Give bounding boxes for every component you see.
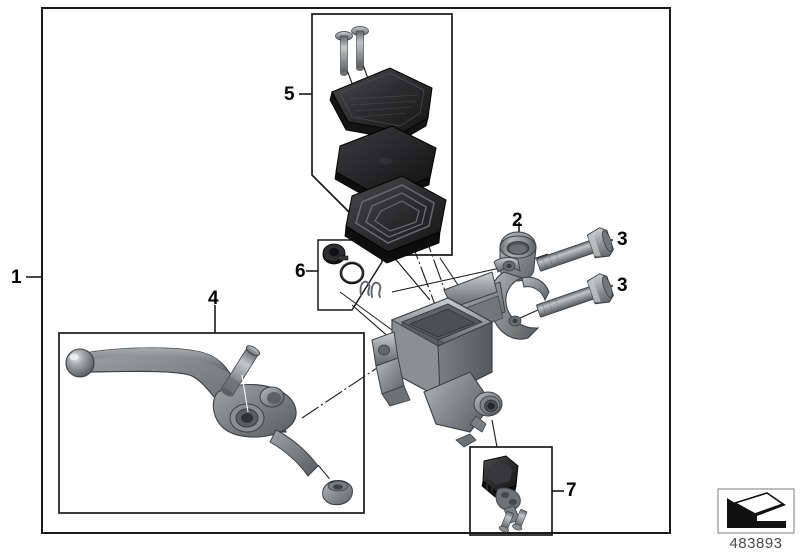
bushing-seal-kit xyxy=(322,243,382,298)
clamp-bolt-lower xyxy=(536,273,614,318)
axis-seal-to-body-2 xyxy=(339,291,393,331)
logo-box xyxy=(717,488,795,534)
reservoir-cover-assembly xyxy=(329,26,447,264)
retaining-clip xyxy=(359,280,382,298)
axis-clamp-upper xyxy=(391,267,501,293)
callout-label-2: 2 xyxy=(512,210,523,231)
axis-switch-to-body xyxy=(491,419,498,448)
pivot-nut xyxy=(317,464,353,506)
master-cylinder-body xyxy=(371,271,506,433)
main-assembly-frame xyxy=(41,7,671,534)
pivot-bolt xyxy=(221,345,260,413)
part-number-caption: 483893 xyxy=(729,535,783,552)
brake-light-switch xyxy=(455,433,528,533)
switch-screw-b xyxy=(512,509,528,531)
cover-screw-right xyxy=(351,26,369,71)
callout-label-5: 5 xyxy=(284,84,295,105)
ball-end xyxy=(65,348,95,378)
arrow-pointer-icon xyxy=(727,492,786,528)
callout-label-1: 1 xyxy=(11,267,22,288)
reservoir-cover-frame xyxy=(311,13,453,256)
rubber-diaphragm xyxy=(344,175,447,264)
switch-screw-a xyxy=(498,511,514,533)
clamp-bolt-upper xyxy=(536,227,614,272)
brake-lever-frame xyxy=(58,332,365,514)
callout-label-3-upper: 3 xyxy=(617,229,628,250)
callout-label-7: 7 xyxy=(566,480,577,501)
leader-line-group xyxy=(26,93,613,492)
callout-label-4: 4 xyxy=(208,288,219,309)
outlet-port xyxy=(469,391,503,433)
o-ring xyxy=(339,261,365,285)
cover-screw-left xyxy=(335,31,353,76)
reservoir-lid xyxy=(329,67,433,141)
connector-cover-body-left xyxy=(391,254,431,301)
brake-lever-assembly xyxy=(65,345,353,506)
lever-pivot-lug xyxy=(371,331,411,407)
callout-label-3-lower: 3 xyxy=(617,275,628,296)
pivot-bushing xyxy=(322,243,349,265)
callout-label-6: 6 xyxy=(295,261,306,282)
